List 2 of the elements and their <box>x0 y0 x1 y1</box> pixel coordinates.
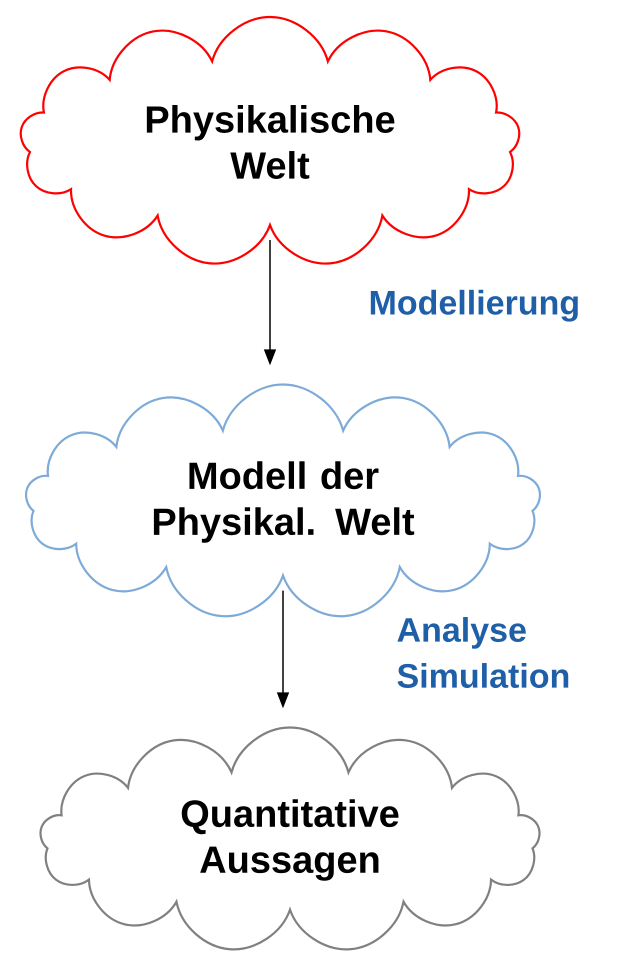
edge-label: Analyse Simulation <box>397 617 568 688</box>
edge-label: Modellierung <box>370 290 578 322</box>
